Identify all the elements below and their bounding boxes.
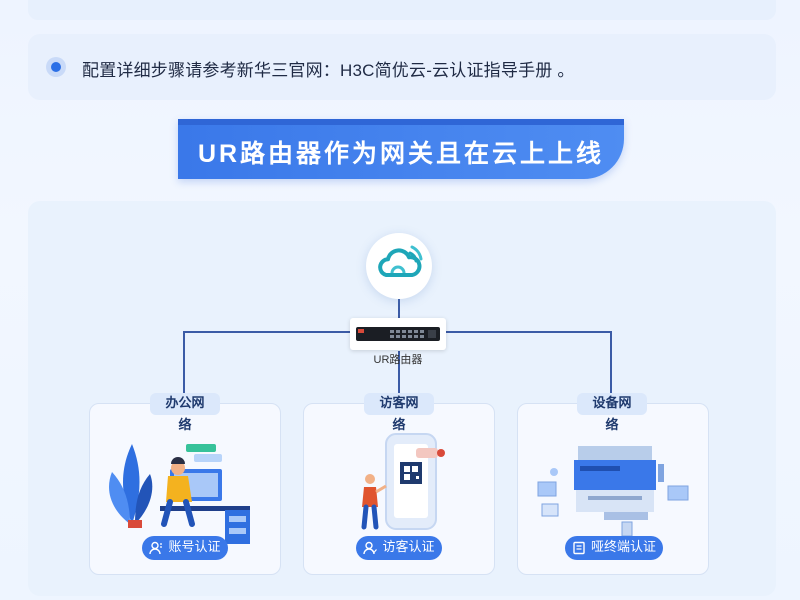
office-network-tab: 办公网络 [150, 393, 220, 433]
device-network-tab: 设备网络 [577, 393, 647, 433]
reference-note-text: 配置详细步骤请参考新华三官网：H3C简优云-云认证指导手册 。 [82, 61, 575, 80]
connector-cloud-router [398, 299, 400, 318]
guest-illustration [361, 433, 445, 530]
dumb-terminal-auth-button[interactable]: 哑终端认证 [565, 536, 663, 560]
router-icon [356, 327, 440, 341]
section-banner: UR路由器作为网关且在云上上线 [178, 119, 624, 179]
office-illustration [109, 444, 250, 544]
guest-icon [363, 541, 378, 555]
section-title: UR路由器作为网关且在云上上线 [197, 140, 605, 168]
connector-device [610, 331, 612, 393]
account-auth-button[interactable]: 账号认证 [142, 536, 228, 560]
bullet-icon [46, 57, 66, 77]
device-illustration [537, 446, 689, 537]
cloud-node [366, 233, 432, 299]
guest-auth-button[interactable]: 访客认证 [356, 536, 442, 560]
dumb-terminal-auth-label: 哑终端认证 [590, 540, 656, 555]
guest-network-tab: 访客网络 [364, 393, 434, 433]
device-icon [573, 541, 585, 555]
ur-router [350, 318, 446, 350]
connector-office [183, 331, 185, 393]
top-card [28, 0, 776, 20]
router-label: UR路由器 [373, 354, 423, 366]
user-icon [149, 541, 163, 555]
connector-guest [398, 351, 400, 393]
guest-auth-label: 访客认证 [382, 540, 435, 555]
account-auth-label: 账号认证 [168, 540, 221, 555]
reference-note: 配置详细步骤请参考新华三官网：H3C简优云-云认证指导手册 。 [28, 34, 776, 100]
cloud-icon [378, 245, 423, 277]
